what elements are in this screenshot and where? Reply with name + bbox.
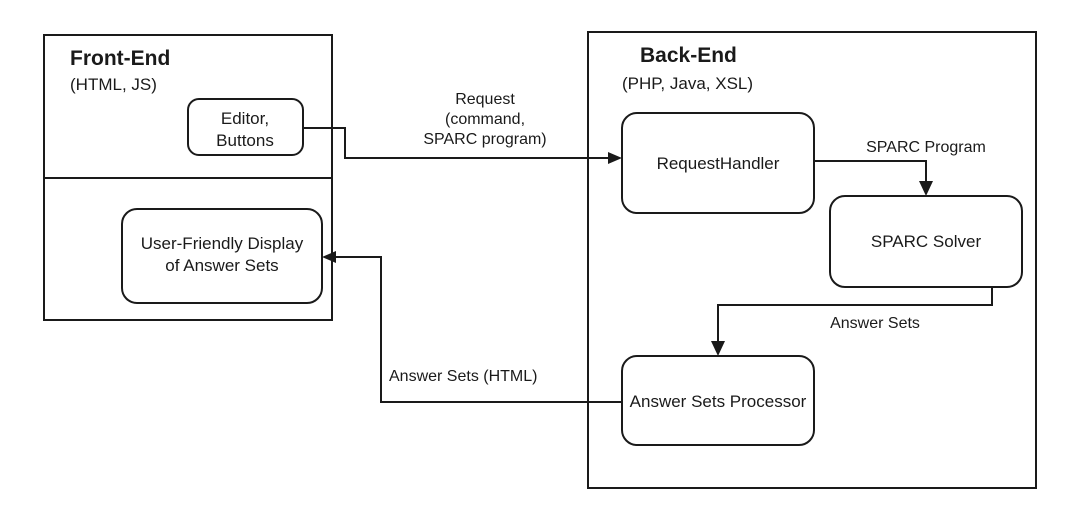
edge-sparc-program-line (814, 160, 927, 187)
edge-request-label-line1: Request (455, 91, 515, 108)
node-user-display[interactable] (121, 208, 323, 304)
node-editor-buttons-label-line2: Buttons (216, 131, 274, 150)
edge-request-label-line3: SPARC program) (423, 131, 546, 148)
node-answer-sets-processor-label: Answer Sets Processor (630, 392, 807, 411)
back-end-title: Back-End (640, 44, 737, 67)
node-user-display-label-line1: User-Friendly Display (141, 234, 304, 253)
node-editor-buttons-label-line1: Editor, (221, 109, 269, 128)
edge-sparc-program-label: SPARC Program (866, 139, 986, 156)
edge-request-arrowhead (608, 152, 622, 164)
node-user-display-label-line2: of Answer Sets (165, 256, 278, 275)
back-end-subtitle: (PHP, Java, XSL) (622, 74, 753, 93)
edge-answer-sets-html-label: Answer Sets (HTML) (389, 368, 537, 385)
edge-answer-sets-html-line (330, 256, 622, 403)
node-request-handler[interactable] (621, 112, 815, 214)
edge-sparc-program-arrowhead (919, 181, 933, 196)
node-editor-buttons[interactable] (187, 98, 304, 156)
front-end-subtitle: (HTML, JS) (70, 75, 157, 94)
node-sparc-solver[interactable] (829, 195, 1023, 288)
edge-answer-sets-line (717, 287, 993, 347)
node-answer-sets-processor[interactable] (621, 355, 815, 446)
edge-request-label-line2: (command, (445, 111, 525, 128)
node-request-handler-label: RequestHandler (657, 154, 780, 173)
edge-answer-sets-arrowhead (711, 341, 725, 356)
edge-answer-sets-label: Answer Sets (830, 315, 920, 332)
edge-request-line (303, 127, 614, 159)
edge-answer-sets-html-arrowhead (322, 251, 336, 263)
front-end-title: Front-End (70, 47, 170, 70)
node-sparc-solver-label: SPARC Solver (871, 232, 982, 251)
